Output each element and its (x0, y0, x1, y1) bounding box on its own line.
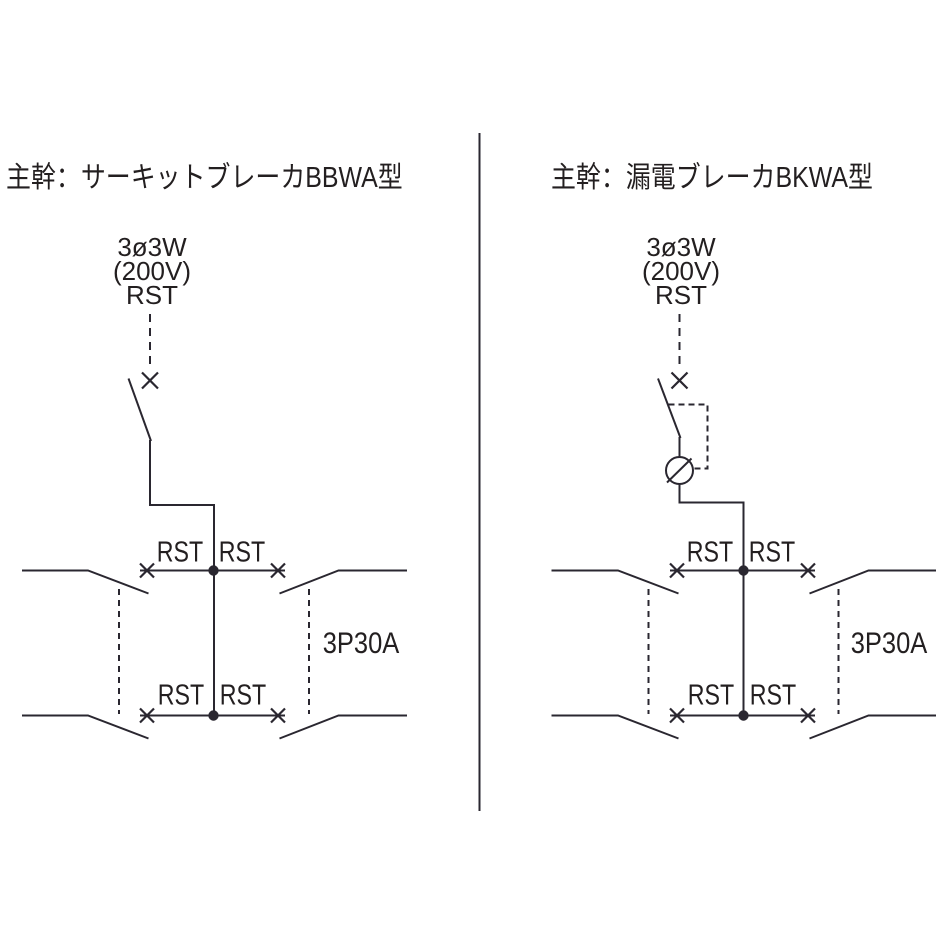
supply-phases: RST (125, 280, 178, 310)
branch-rating-label: 3P30A (850, 627, 928, 660)
bus-phase-label: RST (218, 536, 266, 569)
main-breaker-blade (657, 378, 682, 439)
supply-terminal-x-icon (141, 371, 159, 390)
right-panel-schematic (551, 314, 936, 740)
left-panel-title: 主幹：サーキットブレーカBBWA型 (6, 162, 403, 194)
branch-rating-label: 3P30A (322, 627, 400, 660)
bus-phase-label: RST (686, 536, 734, 569)
supply-voltage: (200V) (641, 256, 721, 286)
left-supply-label: 3ø3W (200V) RST (112, 232, 192, 310)
bus-junction-dot (208, 565, 219, 576)
bus-phase-label: RST (156, 536, 204, 569)
elb-trip-coil-icon (665, 456, 694, 485)
branch-terminal-x-icon (139, 562, 155, 579)
branch-terminal-x-icon (139, 707, 155, 724)
supply-phase-wires: 3ø3W (117, 232, 187, 262)
bus-junction-dot (208, 710, 219, 721)
branch-breaker-blade (809, 569, 936, 595)
branch-breaker-blade (551, 714, 679, 740)
trip-link-dashed-line (668, 403, 709, 470)
branch-breaker-blade (551, 569, 679, 595)
bus-junction-dot (738, 565, 749, 576)
branch-terminal-x-icon (800, 707, 816, 724)
branch-terminal-x-icon (270, 707, 286, 724)
supply-phases: RST (654, 280, 707, 310)
branch-breaker-blade (22, 569, 149, 595)
branch-terminal-x-icon (669, 707, 685, 724)
right-supply-label: 3ø3W (200V) RST (641, 232, 721, 310)
bus-phase-label: RST (748, 536, 796, 569)
bus-phase-label: RST (749, 679, 797, 712)
branch-terminal-x-icon (669, 562, 685, 579)
supply-voltage: (200V) (112, 256, 192, 286)
busbar-row (22, 707, 407, 740)
branch-breaker-blade (22, 714, 149, 740)
branch-terminal-x-icon (270, 562, 286, 579)
main-wire (149, 440, 215, 716)
busbar-row (22, 562, 407, 595)
left-panel-schematic (22, 314, 407, 740)
branch-terminal-x-icon (800, 562, 816, 579)
main-breaker-blade (127, 378, 152, 442)
bus-phase-label: RST (219, 679, 267, 712)
bus-phase-label: RST (687, 679, 735, 712)
branch-breaker-blade (279, 714, 407, 740)
branch-breaker-blade (809, 714, 936, 740)
supply-terminal-x-icon (670, 371, 689, 390)
main-wire (678, 484, 745, 716)
bus-phase-label: RST (157, 679, 205, 712)
busbar-row (551, 707, 936, 740)
supply-phase-wires: 3ø3W (646, 232, 716, 262)
right-panel-title: 主幹：漏電ブレーカBKWA型 (551, 162, 873, 194)
busbar-row (551, 562, 936, 595)
branch-breaker-blade (279, 569, 407, 595)
bus-junction-dot (738, 710, 749, 721)
